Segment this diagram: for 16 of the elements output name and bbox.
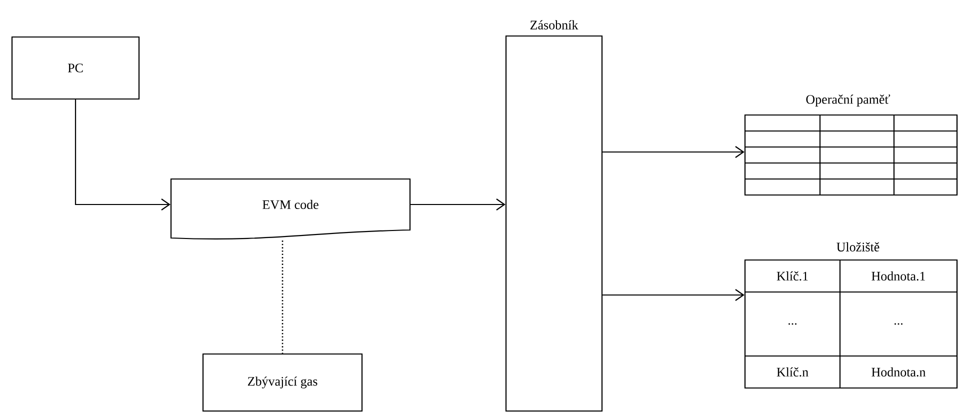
stack-title: Zásobník	[530, 20, 578, 30]
connector	[282, 240, 284, 354]
table-title: Operační paměť	[806, 94, 890, 106]
arrow	[602, 146, 744, 158]
process-box: Zbývající gas	[202, 353, 363, 412]
process-box: PC	[11, 36, 140, 100]
table-cell: ...	[894, 323, 903, 325]
table-title: Uložiště	[836, 242, 880, 252]
table-cell: ...	[788, 323, 797, 325]
arrow	[410, 198, 506, 210]
table-cell: Klíč.1	[776, 271, 808, 281]
arrow	[602, 289, 744, 301]
table-cell: Hodnota.1	[872, 271, 925, 281]
table-cell: Klíč.n	[776, 367, 808, 377]
table-cell: Hodnota.n	[872, 367, 926, 377]
arrow	[74, 100, 170, 210]
